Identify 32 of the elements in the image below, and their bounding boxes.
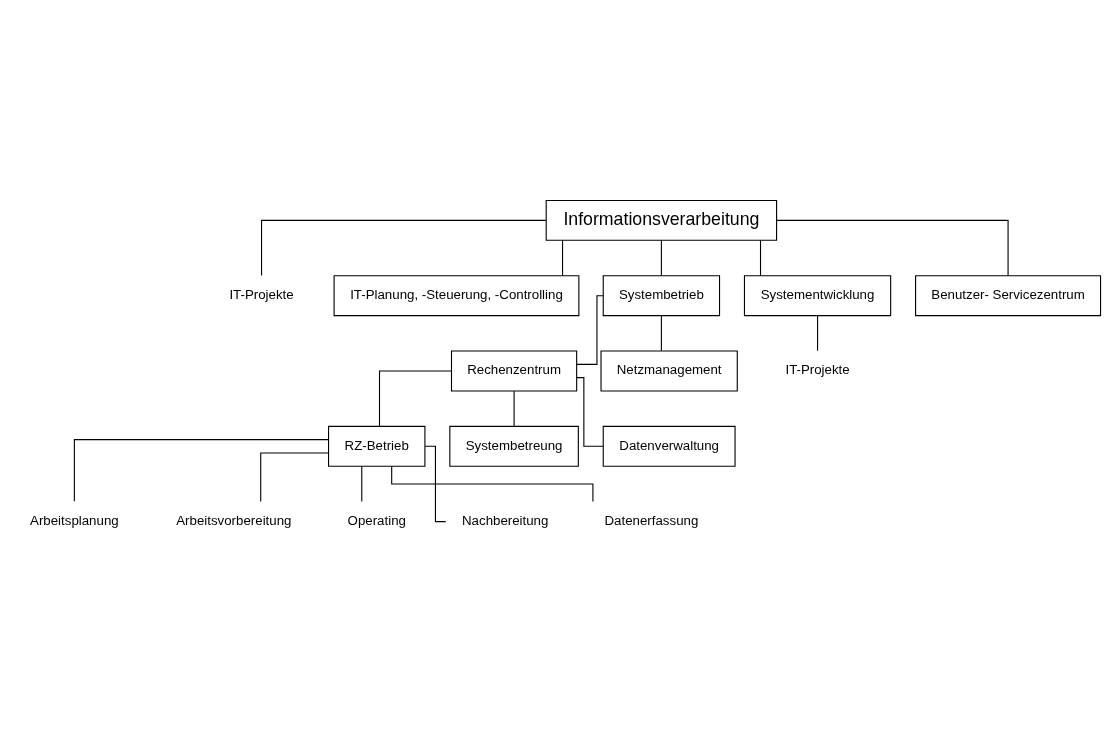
node-text: Nachbereitung <box>462 513 549 529</box>
node-box: IT-Planung, -Steuerung, -Controlling <box>333 275 580 317</box>
connector <box>562 240 564 276</box>
connector <box>361 465 363 502</box>
connector <box>513 390 515 427</box>
connector <box>776 219 1009 277</box>
node-box: Systembetreung <box>449 425 579 467</box>
connector <box>261 219 547 277</box>
node-box: Netzmanagement <box>600 350 738 392</box>
node-box: Benutzer- Servicezentrum <box>915 275 1102 317</box>
node-box: Systementwicklung <box>743 275 892 317</box>
node-text: Operating <box>347 513 406 529</box>
node-box: Systembetrieb <box>602 275 721 317</box>
node-text: Arbeitsvorbereitung <box>176 513 292 529</box>
node-box: Informationsverarbeitung <box>545 199 778 241</box>
connector <box>759 240 762 276</box>
connector <box>817 315 819 352</box>
node-text: Datenerfassung <box>604 513 699 529</box>
connector <box>576 295 604 365</box>
connector <box>73 439 330 502</box>
connector <box>660 315 662 352</box>
connector <box>660 240 662 276</box>
node-box: RZ-Betrieb <box>328 425 426 467</box>
connector <box>378 370 452 427</box>
node-box: Datenverwaltung <box>602 425 736 467</box>
connector <box>391 465 594 503</box>
node-text: Arbeitsplanung <box>30 513 119 529</box>
connector <box>260 452 330 502</box>
connector <box>576 377 604 447</box>
node-text: IT-Projekte <box>785 362 850 378</box>
node-text: IT-Projekte <box>229 287 294 303</box>
node-box: Rechenzentrum <box>450 350 578 392</box>
